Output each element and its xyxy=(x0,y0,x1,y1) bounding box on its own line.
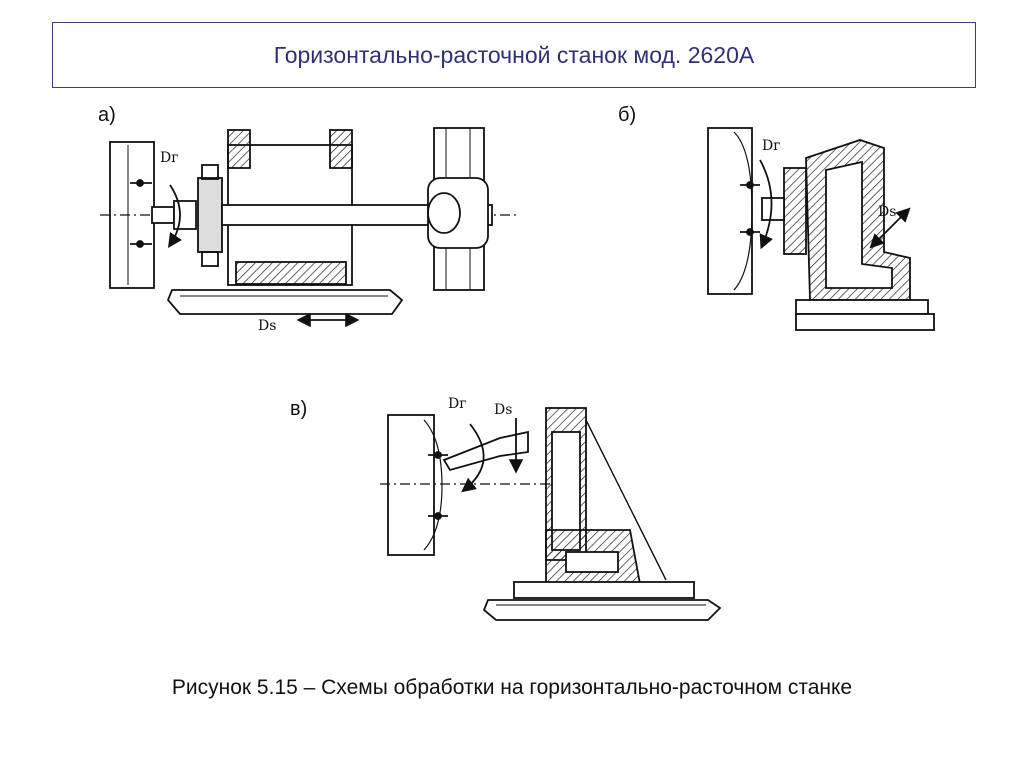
table-v xyxy=(482,599,722,621)
figure-b-drawing xyxy=(707,127,935,331)
slide-title: Горизонтально-расточной станок мод. 2620… xyxy=(273,41,755,68)
figure-a-drawing xyxy=(100,127,520,328)
rotation-mark-v: Dг xyxy=(448,396,467,412)
table-a xyxy=(166,289,404,315)
title-frame: Горизонтально-расточной станок мод. 2620… xyxy=(52,22,976,88)
figure-caption: Рисунок 5.15 – Схемы обработки на горизо… xyxy=(171,676,853,699)
figure-b-label: б) xyxy=(618,104,637,126)
figure-a-label: а) xyxy=(98,104,116,126)
table-b xyxy=(795,313,935,331)
boring-bar-a xyxy=(221,204,493,226)
feed-mark-v: Ds xyxy=(494,402,512,418)
workpiece-v xyxy=(387,414,435,556)
figure-v-drawing xyxy=(380,407,722,621)
rotation-mark-b: Dг xyxy=(762,138,781,154)
rotation-mark-a: Dг xyxy=(160,150,179,166)
feed-mark-b: Ds xyxy=(878,204,896,220)
feed-mark-a: Ds xyxy=(258,318,276,334)
figure-v-label: в) xyxy=(290,398,308,420)
